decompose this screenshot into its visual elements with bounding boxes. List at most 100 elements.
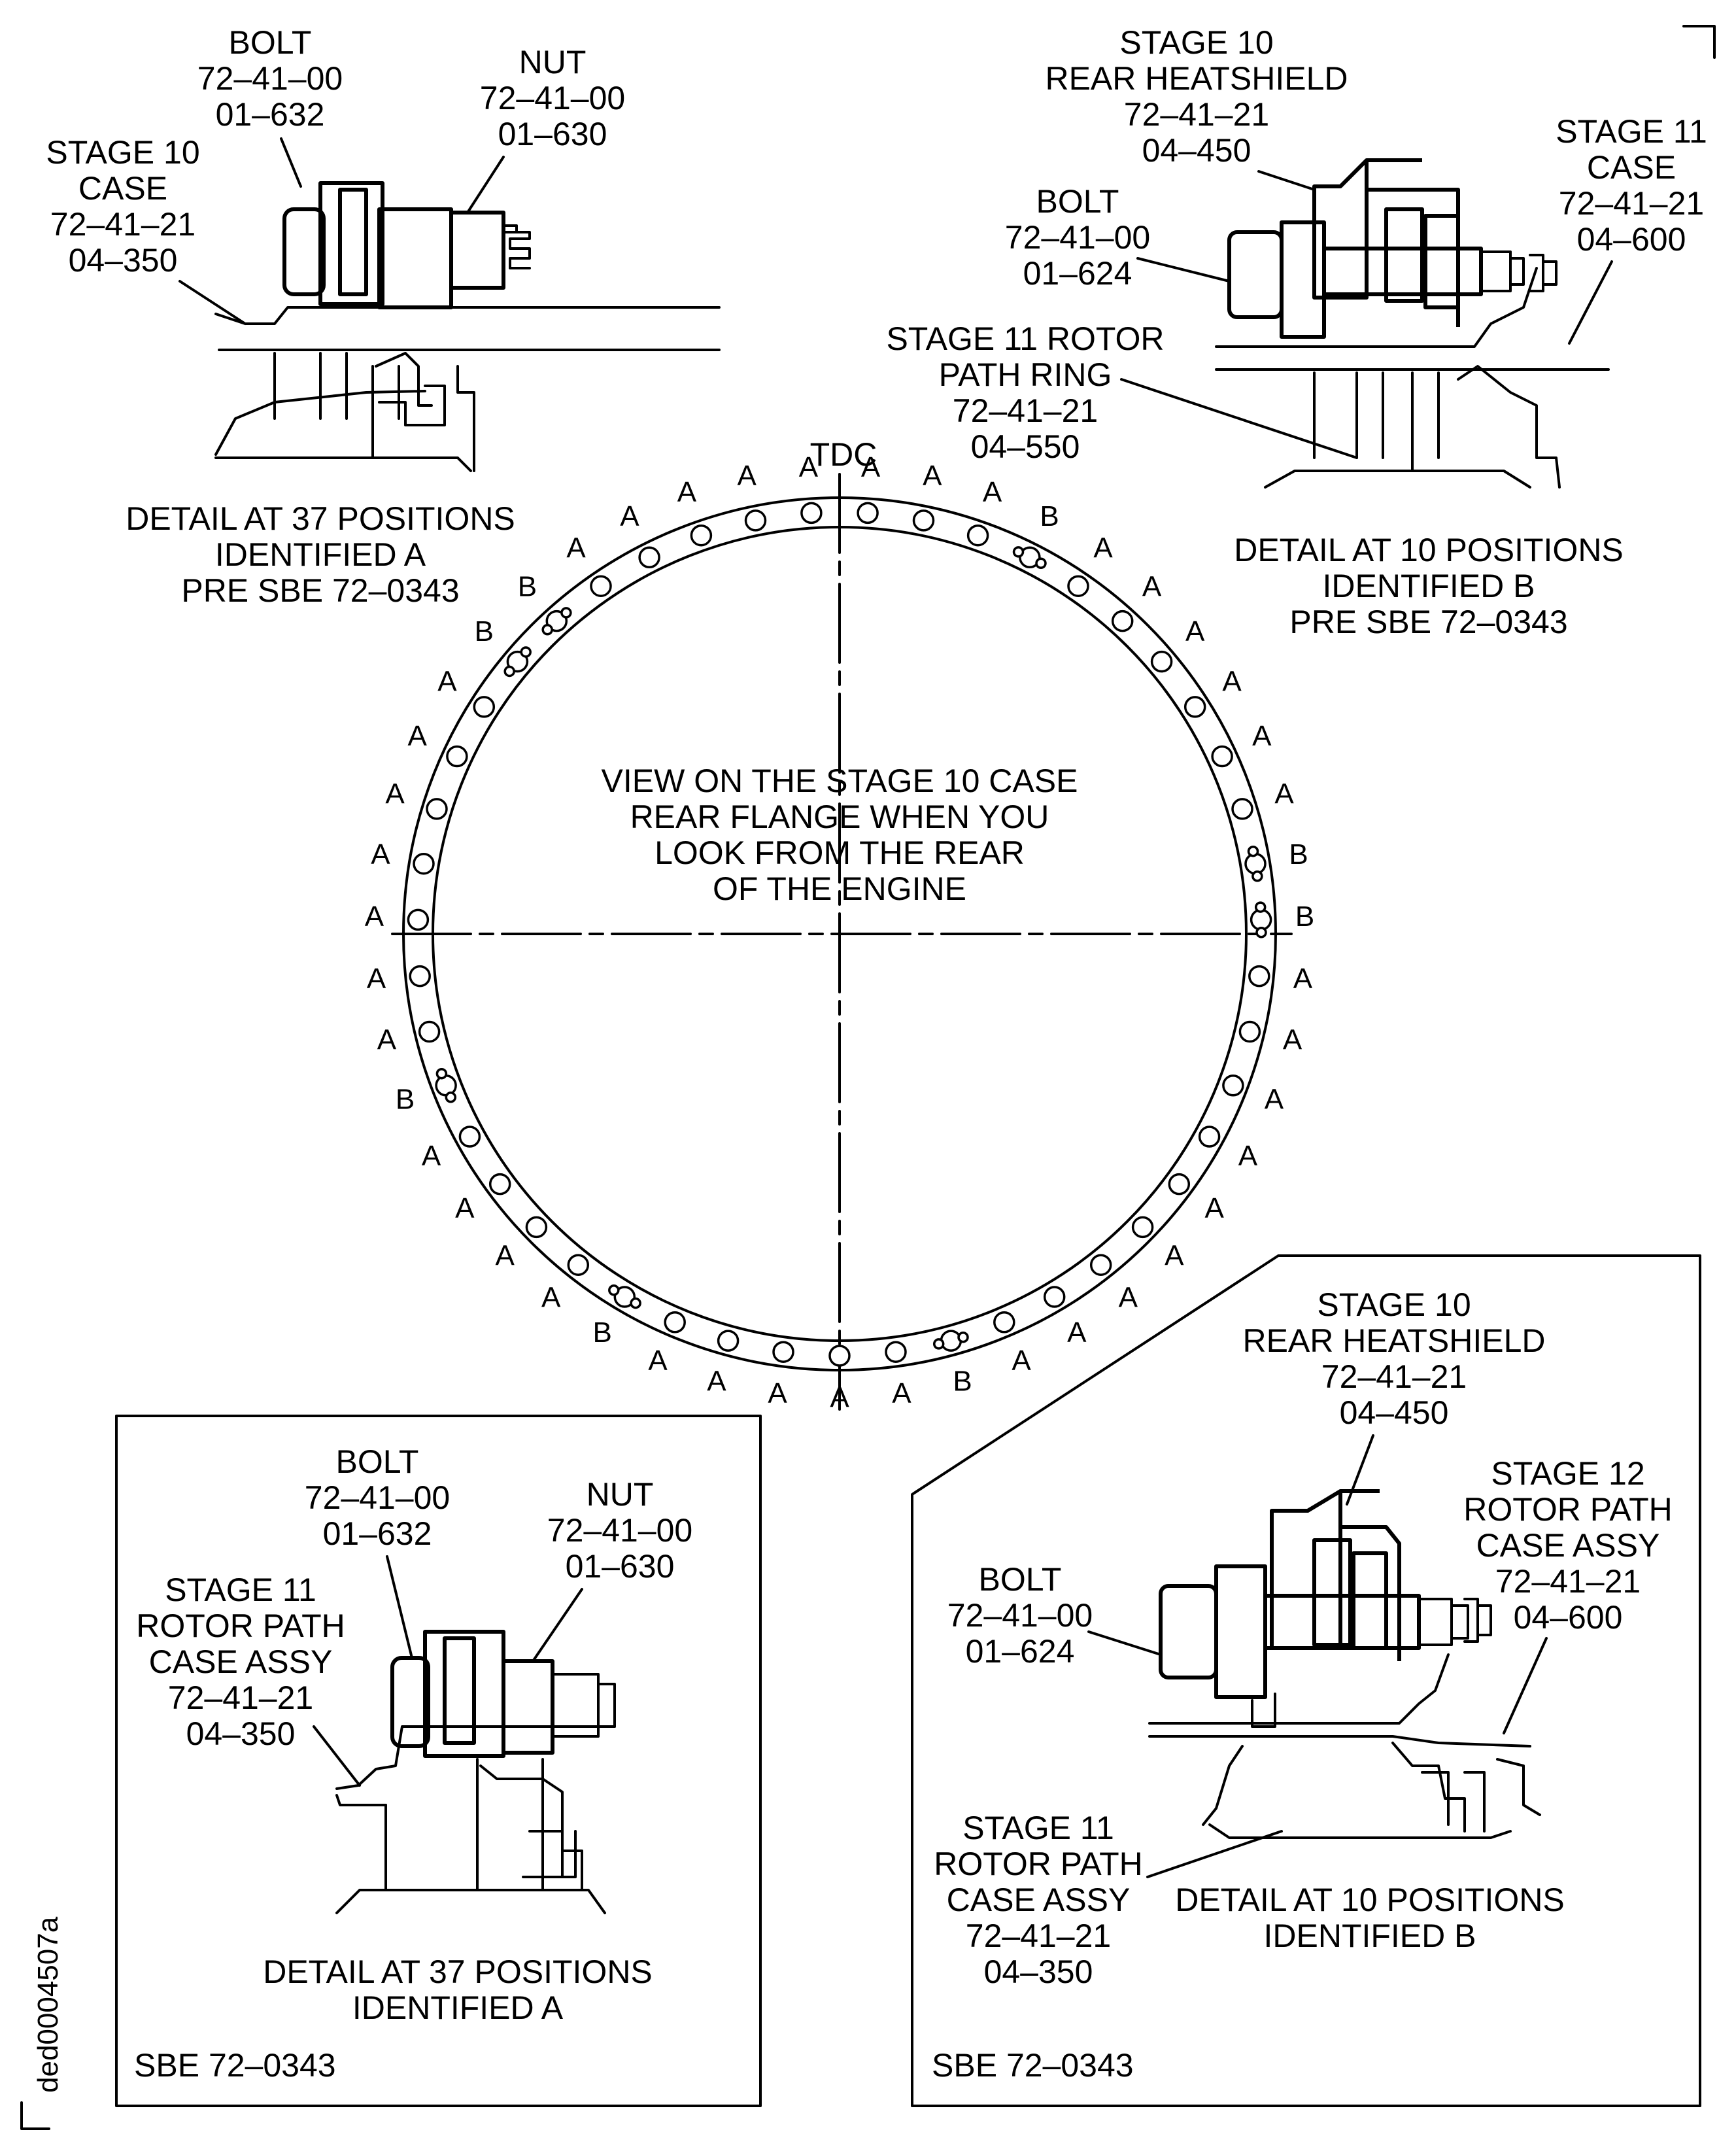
corner-mark-top-right [1682, 25, 1716, 59]
svg-text:72–41–21: 72–41–21 [1495, 1563, 1641, 1600]
svg-text:72–41–00: 72–41–00 [947, 1597, 1093, 1634]
position-label: A [1165, 1240, 1184, 1272]
svg-text:BOLT: BOLT [336, 1443, 419, 1480]
small-hole [932, 1338, 945, 1350]
br-sbe-label: SBE 72–0343 [932, 2047, 1134, 2084]
bolt-holes [407, 502, 1272, 1367]
detail-top-right: STAGE 10 REAR HEATSHIELD 72–41–21 04–450… [886, 24, 1707, 640]
bolt-hole [772, 1341, 794, 1363]
tr-callout-stage11-case: STAGE 11 CASE 72–41–21 04–600 [1556, 113, 1707, 345]
svg-text:01–630: 01–630 [566, 1548, 675, 1585]
bolt-hole [1231, 798, 1253, 820]
position-label: B [593, 1317, 612, 1349]
position-label: A [738, 460, 757, 492]
svg-text:04–550: 04–550 [971, 428, 1080, 465]
small-hole [520, 646, 532, 658]
svg-text:04–450: 04–450 [1142, 132, 1251, 169]
position-label: A [566, 532, 586, 564]
svg-text:IDENTIFIED B: IDENTIFIED B [1263, 1918, 1476, 1954]
center-caption-line-3: LOOK FROM THE REAR [655, 835, 1025, 871]
tr-callout-rotor-path-ring: STAGE 11 ROTOR PATH RING 72–41–21 04–550 [886, 320, 1358, 465]
small-hole [1247, 845, 1259, 857]
tl-callout-stage10-case: STAGE 10 CASE 72–41–21 04–350 [46, 134, 247, 325]
svg-text:04–450: 04–450 [1340, 1394, 1449, 1431]
svg-text:04–600: 04–600 [1577, 221, 1686, 258]
small-hole [1255, 927, 1267, 938]
small-hole [435, 1067, 448, 1080]
tl-caption: DETAIL AT 37 POSITIONS IDENTIFIED A PRE … [126, 500, 515, 609]
position-label: A [830, 1382, 849, 1414]
small-hole [1251, 870, 1263, 882]
position-label: A [1185, 615, 1205, 647]
svg-text:IDENTIFIED A: IDENTIFIED A [215, 536, 426, 573]
svg-text:STAGE 10: STAGE 10 [46, 134, 199, 171]
position-label: A [677, 476, 697, 508]
bolt-hole [1244, 852, 1267, 875]
position-label: B [1289, 838, 1308, 870]
svg-text:CASE ASSY: CASE ASSY [947, 1882, 1131, 1918]
bolt-hole [613, 1286, 636, 1308]
bolt-hole [506, 650, 529, 673]
svg-text:STAGE 11: STAGE 11 [962, 1810, 1114, 1846]
position-label: A [923, 460, 942, 492]
center-caption-line-2: REAR FLANGE WHEN YOU [630, 799, 1049, 835]
bolt-hole [488, 1173, 511, 1196]
br-callout-stage12-case: STAGE 12 ROTOR PATH CASE ASSY 72–41–21 0… [1463, 1455, 1673, 1734]
svg-text:NUT: NUT [587, 1476, 654, 1513]
svg-text:STAGE 11: STAGE 11 [165, 1572, 316, 1608]
bolt-hole [1183, 696, 1206, 718]
tr-callout-heatshield: STAGE 10 REAR HEATSHIELD 72–41–21 04–450 [1045, 24, 1348, 191]
tr-caption: DETAIL AT 10 POSITIONS IDENTIFIED B PRE … [1234, 532, 1624, 640]
position-label: A [385, 778, 405, 810]
svg-text:01–632: 01–632 [323, 1515, 432, 1552]
bolt-hole [1111, 610, 1134, 632]
detail-top-right-drawing [1215, 158, 1610, 489]
position-label: A [1093, 532, 1113, 564]
bolt-hole [1150, 650, 1173, 673]
position-label: A [1222, 666, 1242, 698]
small-hole [503, 665, 515, 678]
detail-top-left-drawing [214, 181, 721, 472]
svg-text:72–41–00: 72–41–00 [305, 1479, 450, 1516]
small-hole [608, 1284, 620, 1296]
center-caption-line-1: VIEW ON THE STAGE 10 CASE [602, 763, 1078, 799]
svg-text:STAGE 11 ROTOR: STAGE 11 ROTOR [886, 320, 1164, 357]
svg-text:REAR HEATSHIELD: REAR HEATSHIELD [1242, 1322, 1545, 1359]
svg-text:PATH RING: PATH RING [939, 356, 1112, 393]
small-hole [1254, 901, 1267, 913]
svg-text:BOLT: BOLT [229, 24, 312, 61]
svg-text:04–350: 04–350 [186, 1715, 296, 1752]
svg-text:04–600: 04–600 [1514, 1599, 1623, 1636]
bolt-hole [690, 524, 713, 547]
svg-text:CASE ASSY: CASE ASSY [149, 1644, 333, 1680]
position-label: A [377, 1024, 397, 1056]
svg-text:01–632: 01–632 [216, 96, 325, 133]
position-label: A [648, 1345, 668, 1377]
bl-frame [115, 1415, 762, 2107]
bl-callout-nut: NUT 72–41–00 01–630 [532, 1476, 692, 1662]
bolt-hole [458, 1126, 481, 1148]
position-label: A [1252, 720, 1272, 752]
svg-text:CASE: CASE [1587, 149, 1676, 186]
bolt-hole [717, 1330, 740, 1352]
detail-bottom-right-drawing [1148, 1489, 1541, 1839]
bolt-hole [426, 798, 448, 820]
small-hole [1012, 546, 1025, 558]
svg-text:01–624: 01–624 [966, 1633, 1075, 1670]
bolt-hole [912, 509, 935, 532]
position-label: A [861, 451, 881, 483]
center-caption-line-4: OF THE ENGINE [713, 870, 966, 907]
bolt-hole [940, 1330, 962, 1352]
svg-text:STAGE 12: STAGE 12 [1491, 1455, 1644, 1492]
bolt-hole [966, 524, 989, 547]
position-label: A [1265, 1084, 1284, 1116]
svg-text:BOLT: BOLT [979, 1561, 1062, 1598]
bolt-hole [1131, 1216, 1154, 1239]
br-callout-rotor-path-case: STAGE 11 ROTOR PATH CASE ASSY 72–41–21 0… [934, 1810, 1283, 1990]
position-label: A [541, 1281, 561, 1313]
position-label: A [1283, 1024, 1302, 1056]
svg-text:72–41–21: 72–41–21 [1124, 96, 1269, 133]
tl-callout-nut: NUT 72–41–00 01–630 [466, 44, 625, 214]
